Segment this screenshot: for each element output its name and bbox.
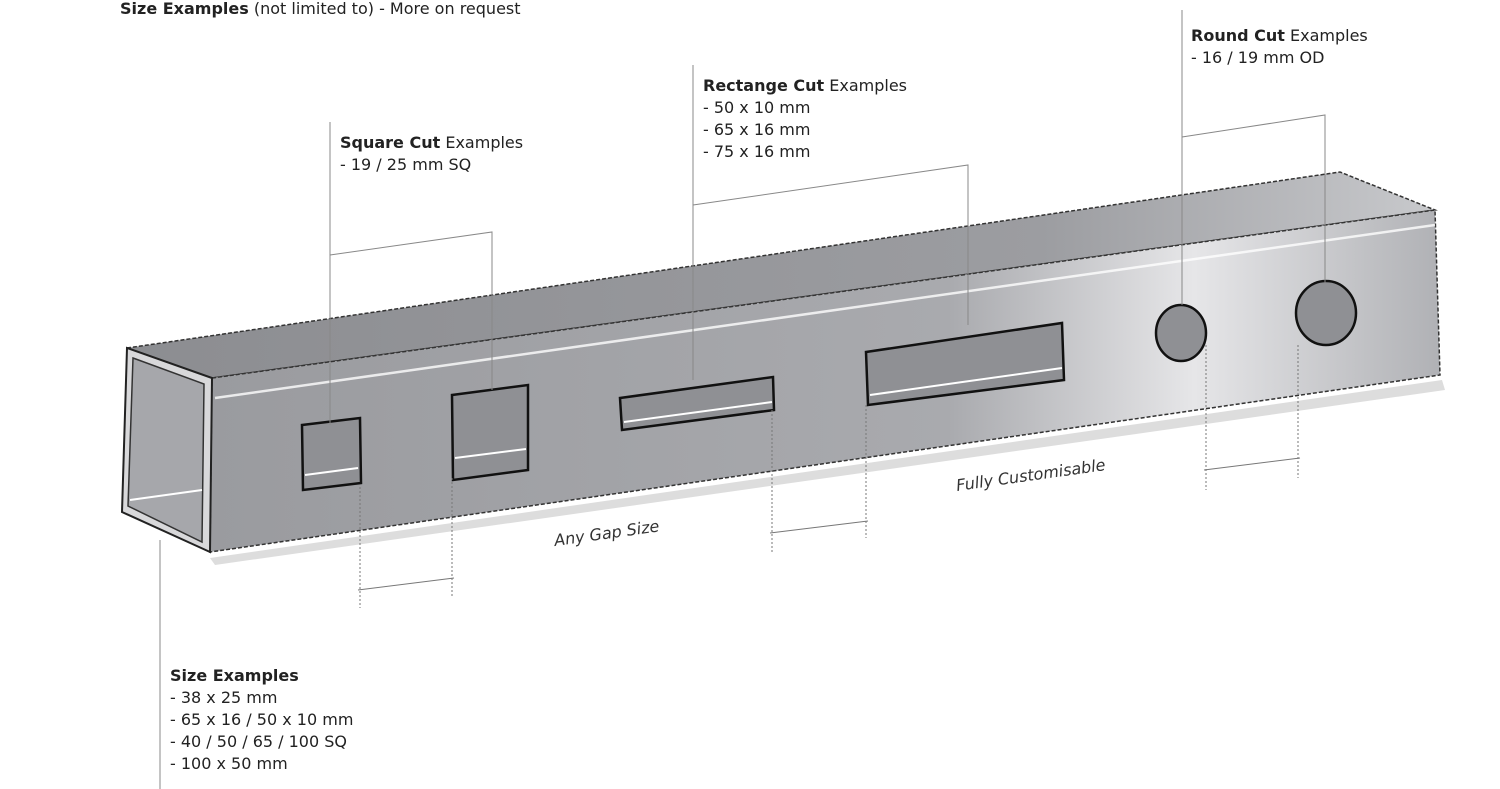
tube-shadow — [210, 380, 1445, 565]
size-example: - 40 / 50 / 65 / 100 SQ — [170, 732, 347, 751]
rect-cut-size: - 50 x 10 mm — [703, 98, 811, 117]
rect-cut-size: - 65 x 16 mm — [703, 120, 811, 139]
square-cut-rest: Examples — [440, 133, 524, 152]
header-rest: (not limited to) - More on request — [248, 0, 521, 18]
square-cut-size: - 19 / 25 mm SQ — [340, 155, 472, 174]
square-cut-large — [450, 383, 530, 482]
any-gap-size-label: Any Gap Size — [552, 516, 661, 550]
round-cut-title: Round Cut — [1191, 26, 1285, 45]
size-example: - 38 x 25 mm — [170, 688, 278, 707]
round-cut-large — [1294, 279, 1358, 347]
size-example: - 65 x 16 / 50 x 10 mm — [170, 710, 354, 729]
rect-cut-label: Rectange Cut Examples - 50 x 10 mm - 65 … — [703, 75, 907, 163]
rect-cut-size: - 75 x 16 mm — [703, 142, 811, 161]
round-cut-label: Round Cut Examples - 16 / 19 mm OD — [1191, 25, 1368, 69]
square-cut-small — [300, 416, 363, 492]
header-note: Size Examples (not limited to) - More on… — [120, 0, 521, 20]
square-cut-title: Square Cut — [340, 133, 441, 152]
header-bold: Size Examples — [120, 0, 249, 18]
rect-cut-large — [864, 321, 1066, 407]
round-cut-rest: Examples — [1284, 26, 1368, 45]
rect-cut-rest: Examples — [824, 76, 907, 95]
inner-highlight — [129, 489, 203, 501]
rect-cut-title: Rectange Cut — [703, 76, 825, 95]
size-examples-label: Size Examples - 38 x 25 mm - 65 x 16 / 5… — [170, 665, 353, 775]
round-cut-size: - 16 / 19 mm OD — [1191, 48, 1325, 67]
square-cut-label: Square Cut Examples - 19 / 25 mm SQ — [340, 132, 523, 176]
leader-lines — [159, 10, 1326, 789]
size-examples-title: Size Examples — [170, 666, 299, 685]
round-cut-small — [1154, 303, 1208, 363]
cutouts — [300, 279, 1358, 492]
fully-customisable-label: Fully Customisable — [955, 455, 1107, 495]
edge-highlight — [214, 223, 1436, 400]
dimension-lines — [357, 345, 1301, 608]
size-example: - 100 x 50 mm — [170, 754, 288, 773]
cut-highlights — [304, 367, 1063, 476]
tube-inner-opening — [127, 356, 205, 544]
